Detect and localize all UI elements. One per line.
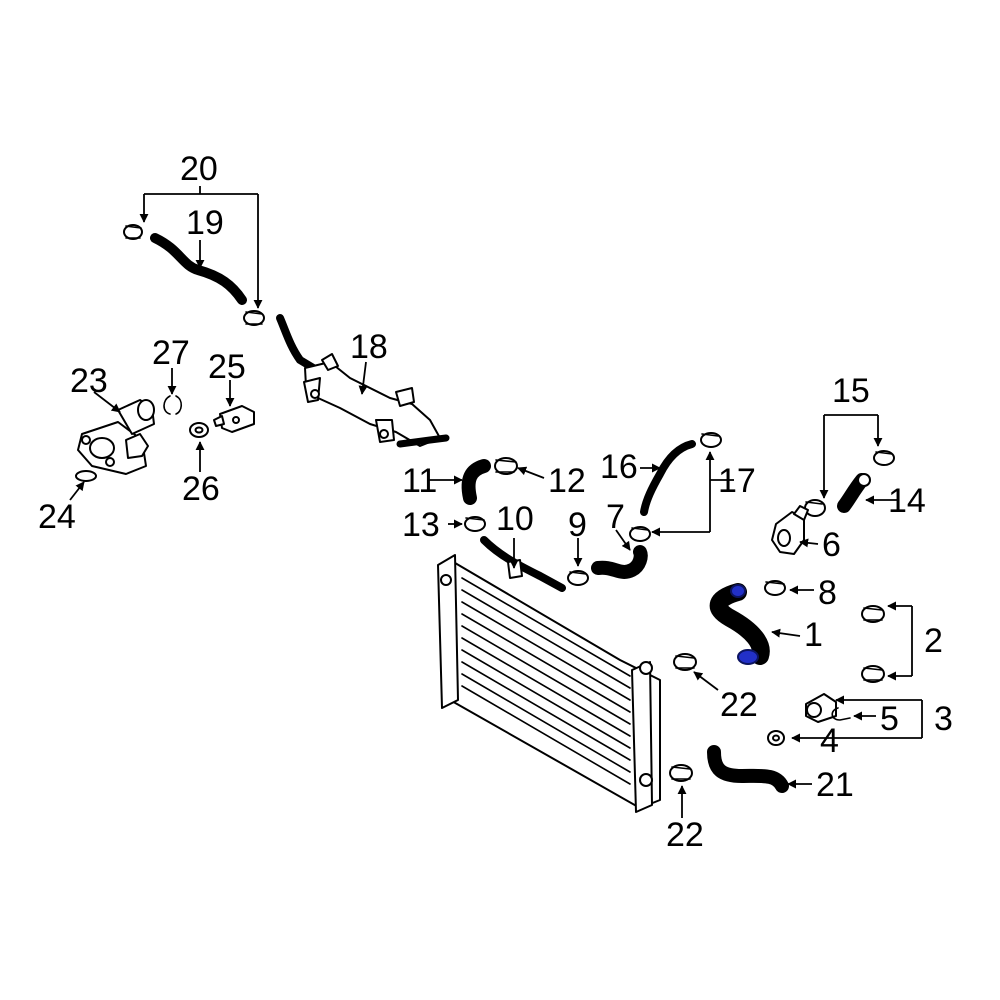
- coolant-flange-6[interactable]: [771, 505, 809, 555]
- callout-numbers: 1 2 3 4 5 6 7 8 9 10 11 12 13 14 15 16 1…: [38, 150, 953, 854]
- hose-14[interactable]: [837, 473, 871, 513]
- hose-7[interactable]: [591, 545, 648, 579]
- o-ring-24[interactable]: [75, 470, 97, 482]
- hose-clamp-2b[interactable]: [861, 665, 885, 683]
- callout-20: 20: [180, 150, 218, 188]
- callout-15: 15: [832, 372, 870, 410]
- callout-7: 7: [606, 498, 625, 536]
- callout-17: 17: [718, 462, 756, 500]
- leader-lines: [69, 186, 923, 818]
- callout-19: 19: [186, 204, 224, 242]
- hose-11[interactable]: [461, 459, 491, 505]
- callout-8: 8: [818, 574, 837, 612]
- hose-clamp-15b[interactable]: [804, 499, 826, 517]
- hose-clamp-12[interactable]: [494, 457, 518, 475]
- callout-16: 16: [600, 448, 638, 486]
- callout-11: 11: [402, 462, 437, 500]
- callout-6: 6: [822, 526, 841, 564]
- hose-clamp-2a[interactable]: [861, 605, 885, 623]
- callout-12: 12: [548, 462, 586, 500]
- coolant-hose-19[interactable]: [150, 233, 247, 305]
- hose-clamp-20b[interactable]: [243, 310, 265, 326]
- radiator-hose-highlighted[interactable]: [709, 583, 770, 665]
- callout-5: 5: [880, 700, 899, 738]
- coolant-pipe-10[interactable]: [480, 536, 566, 592]
- coolant-pipe-18[interactable]: [276, 314, 450, 448]
- retaining-clip-5[interactable]: [831, 707, 851, 721]
- temperature-sensor-25[interactable]: [213, 405, 255, 433]
- callout-4: 4: [820, 722, 839, 760]
- hose-clamp-20a[interactable]: [123, 224, 143, 240]
- hose-clamp-17b[interactable]: [629, 526, 651, 542]
- hose-clamp-8[interactable]: [764, 580, 786, 596]
- hose-21[interactable]: [707, 745, 789, 793]
- callout-10: 10: [496, 500, 534, 538]
- washer-26[interactable]: [189, 422, 209, 438]
- hose-clamp-22b[interactable]: [669, 764, 693, 782]
- hose-connector-3[interactable]: [805, 693, 837, 723]
- callout-27: 27: [152, 334, 190, 372]
- callout-2: 2: [924, 622, 943, 660]
- hose-16[interactable]: [640, 440, 696, 516]
- callout-14: 14: [888, 482, 926, 520]
- callout-25: 25: [208, 348, 246, 386]
- callout-23: 23: [70, 362, 108, 400]
- callout-24: 24: [38, 498, 76, 536]
- callout-18: 18: [350, 328, 388, 366]
- callout-9: 9: [568, 506, 587, 544]
- callout-26: 26: [182, 470, 220, 508]
- callout-3: 3: [934, 700, 953, 738]
- hose-clamp-9[interactable]: [567, 570, 589, 586]
- radiator[interactable]: [437, 554, 661, 813]
- hose-clamp-17a[interactable]: [700, 432, 722, 448]
- hose-clamp-15a[interactable]: [873, 450, 895, 466]
- hose-clamp-22a[interactable]: [673, 653, 697, 671]
- washer-4[interactable]: [767, 730, 785, 746]
- hose-clamp-13[interactable]: [464, 516, 486, 532]
- callout-1: 1: [804, 616, 823, 654]
- callout-22b: 22: [666, 816, 704, 854]
- callout-21: 21: [816, 766, 854, 804]
- callout-22a: 22: [720, 686, 758, 724]
- retaining-clip-27[interactable]: [163, 395, 183, 415]
- callout-13: 13: [402, 506, 440, 544]
- thermostat-housing-23[interactable]: [77, 399, 155, 475]
